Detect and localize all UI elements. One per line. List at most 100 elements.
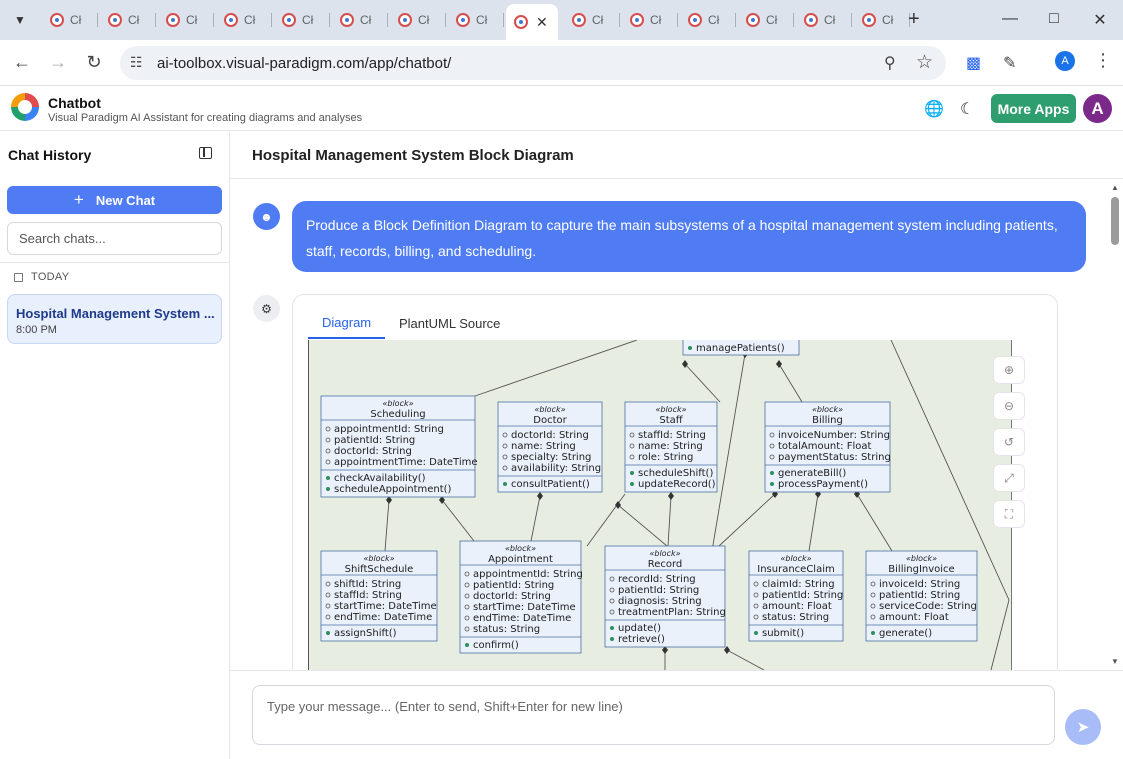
tab-search-chevron-icon[interactable]: ▼ <box>8 8 32 32</box>
block-attr: appointmentTime: DateTime <box>334 457 478 468</box>
tab-favicon-icon <box>514 15 528 29</box>
tab-separator <box>851 13 852 27</box>
tab-close-icon[interactable]: ✕ <box>536 14 548 31</box>
minimize-icon[interactable]: — <box>1000 10 1020 28</box>
block-op: updateRecord() <box>638 479 716 490</box>
op-dot <box>630 482 634 486</box>
block-attr: patientId: String <box>879 590 960 601</box>
zoom-in-icon[interactable]: ⊕ <box>993 356 1025 384</box>
block-attr: status: String <box>473 624 540 635</box>
chat-history-sidebar: Chat History + New Chat TODAY Hospital M… <box>0 131 230 759</box>
op-dot <box>630 471 634 475</box>
browser-tab[interactable]: Cł <box>390 6 446 34</box>
sidebar-toggle-icon[interactable] <box>199 147 212 159</box>
browser-tab[interactable]: Cł <box>738 6 794 34</box>
tab-separator <box>677 13 678 27</box>
tab-favicon-icon <box>862 13 876 27</box>
globe-language-icon[interactable]: 🌐 <box>924 99 944 119</box>
fit-to-screen-icon[interactable]: ⤢ <box>993 464 1025 492</box>
browser-tab[interactable]: Cł <box>42 6 98 34</box>
browser-tab[interactable]: Cł <box>216 6 272 34</box>
block-op: checkAvailability() <box>334 473 426 484</box>
tab-favicon-icon <box>340 13 354 27</box>
op-dot <box>503 482 507 486</box>
user-avatar[interactable]: A <box>1083 94 1112 123</box>
tab-diagram[interactable]: Diagram <box>322 315 371 330</box>
tab-label: Cł <box>70 13 81 27</box>
chat-history-item[interactable]: Hospital Management System ... 8:00 PM <box>7 294 222 344</box>
diagram-connector-0 <box>475 340 637 396</box>
diagram-connector-8 <box>587 494 625 546</box>
app-title: Chatbot <box>48 95 101 111</box>
scroll-up-arrow-icon[interactable]: ▲ <box>1111 183 1119 192</box>
op-dot <box>688 346 692 350</box>
block-attr: patientId: String <box>334 435 415 446</box>
chat-history-title: Chat History <box>8 147 91 163</box>
composition-diamond-6 <box>615 501 621 509</box>
reload-icon[interactable]: ↻ <box>83 52 105 73</box>
chat-scrollbar[interactable]: ▲ ▼ <box>1108 181 1123 670</box>
block-attr: staffId: String <box>638 430 706 441</box>
search-chats-input[interactable] <box>7 222 222 255</box>
window-close-icon[interactable]: ✕ <box>1090 10 1110 30</box>
bookmark-star-icon[interactable]: ☆ <box>916 51 933 74</box>
forward-arrow-icon[interactable]: → <box>47 52 69 73</box>
today-label: TODAY <box>31 271 69 283</box>
browser-tab[interactable]: Cł <box>274 6 330 34</box>
browser-tab-active[interactable]: ✕ <box>506 4 558 40</box>
block-stereotype: «block» <box>649 549 680 558</box>
block-stereotype: «block» <box>534 405 565 414</box>
dark-mode-moon-icon[interactable]: ☾ <box>960 99 974 119</box>
browser-tab[interactable]: Cł <box>796 6 852 34</box>
more-apps-button[interactable]: More Apps <box>991 94 1076 123</box>
visual-paradigm-logo <box>11 93 39 121</box>
address-bar-row: ← → ↻ ☷ ai-toolbox.visual-paradigm.com/a… <box>0 40 1123 86</box>
browser-tab[interactable]: Cł <box>854 6 910 34</box>
tab-plantuml-source[interactable]: PlantUML Source <box>399 316 500 331</box>
tab-label: Cł <box>766 13 777 27</box>
diagram-connector-15 <box>727 650 764 670</box>
fullscreen-icon[interactable]: ⛶ <box>993 500 1025 528</box>
block-name-shiftschedule: ShiftSchedule <box>345 564 414 575</box>
browser-tab[interactable]: Cł <box>332 6 388 34</box>
zoom-magnifier-icon[interactable]: ⚲ <box>884 53 896 73</box>
block-attr: staffId: String <box>334 590 402 601</box>
browser-profile-avatar[interactable]: A <box>1055 51 1075 71</box>
extension-doc-icon[interactable]: ▩ <box>966 53 981 73</box>
send-button[interactable]: ➤ <box>1065 709 1101 745</box>
new-chat-button[interactable]: + New Chat <box>7 186 222 214</box>
omnibox[interactable]: ☷ ai-toolbox.visual-paradigm.com/app/cha… <box>120 46 946 80</box>
scroll-down-arrow-icon[interactable]: ▼ <box>1111 657 1119 666</box>
tab-label: Cł <box>186 13 197 27</box>
browser-tab[interactable]: Cł <box>158 6 214 34</box>
browser-menu-icon[interactable]: ⋮ <box>1094 50 1112 71</box>
app-header: Chatbot Visual Paradigm AI Assistant for… <box>0 87 1123 131</box>
zoom-out-icon[interactable]: ⊖ <box>993 392 1025 420</box>
tab-separator <box>793 13 794 27</box>
browser-tab[interactable]: Cł <box>564 6 620 34</box>
block-diagram-svg: managePatients()«block»Schedulingappoint… <box>309 340 1042 670</box>
browser-tab[interactable]: Cł <box>680 6 736 34</box>
extensions-puzzle-icon[interactable]: ✎ <box>1003 53 1016 73</box>
message-input[interactable] <box>252 685 1055 745</box>
back-arrow-icon[interactable]: ← <box>11 52 33 73</box>
reset-view-icon[interactable]: ↺ <box>993 428 1025 456</box>
tab-separator <box>271 13 272 27</box>
scrollbar-thumb[interactable] <box>1111 197 1119 245</box>
site-settings-icon[interactable]: ☷ <box>130 54 143 71</box>
browser-tab[interactable]: Cł <box>448 6 504 34</box>
block-name-billinginvoice: BillingInvoice <box>888 564 954 575</box>
op-dot <box>610 637 614 641</box>
browser-tab[interactable]: Cł <box>622 6 678 34</box>
op-dot <box>326 631 330 635</box>
block-attr: serviceCode: String <box>879 601 977 612</box>
diagram-connector-9 <box>618 505 667 546</box>
browser-tab[interactable]: Cł <box>100 6 156 34</box>
block-attr: diagnosis: String <box>618 596 702 607</box>
block-attr: appointmentId: String <box>473 569 583 580</box>
new-tab-plus-icon[interactable]: + <box>908 8 920 31</box>
block-diagram-canvas[interactable]: managePatients()«block»Schedulingappoint… <box>308 340 1042 670</box>
diagram-connector-5 <box>385 500 389 551</box>
url-text[interactable]: ai-toolbox.visual-paradigm.com/app/chatb… <box>157 55 451 72</box>
maximize-icon[interactable]: □ <box>1044 10 1064 28</box>
